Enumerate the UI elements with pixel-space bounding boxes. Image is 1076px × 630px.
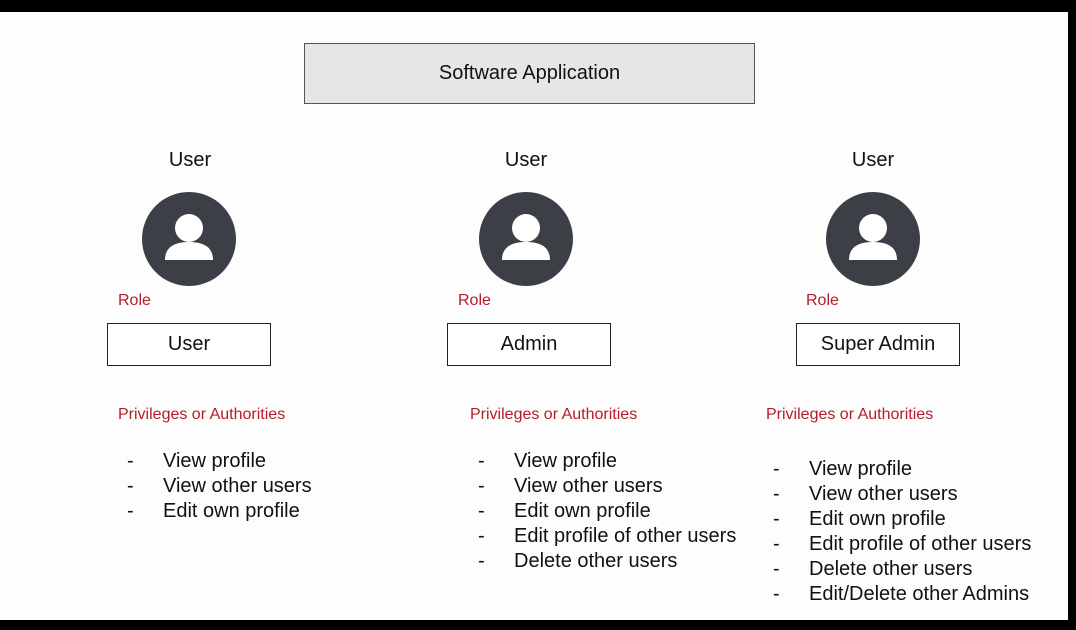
privilege-item: -Edit own profile	[127, 500, 300, 522]
column-admin: User Role Admin Privileges or Authoritie…	[376, 12, 736, 620]
role-box: User	[107, 323, 271, 366]
privileges-list: -View profile -View other users -Edit ow…	[478, 449, 736, 574]
list-bullet: -	[478, 450, 485, 472]
privilege-item: -View other users	[773, 483, 958, 505]
column-title: User	[168, 149, 212, 171]
role-name: Admin	[500, 333, 558, 355]
role-name: Super Admin	[820, 333, 936, 355]
privileges-label: Privileges or Authorities	[766, 406, 934, 423]
role-label: Role	[458, 292, 491, 309]
list-bullet: -	[773, 508, 780, 530]
list-bullet: -	[478, 500, 485, 522]
privilege-item: -View other users	[478, 475, 663, 497]
user-avatar-icon	[479, 192, 573, 286]
column-title: User	[504, 149, 548, 171]
role-name: User	[167, 333, 211, 355]
diagram-canvas: Software Application User Role User Priv…	[0, 12, 1068, 620]
list-bullet: -	[127, 475, 134, 497]
privilege-item: -Delete other users	[478, 550, 678, 572]
privileges-label: Privileges or Authorities	[118, 406, 286, 423]
list-bullet: -	[773, 483, 780, 505]
privileges-list: -View profile -View other users -Edit ow…	[773, 457, 1031, 607]
list-bullet: -	[773, 583, 780, 605]
privilege-item: -View other users	[127, 475, 312, 497]
privilege-item: -Edit profile of other users	[773, 533, 1032, 555]
role-label: Role	[118, 292, 151, 309]
role-label: Role	[806, 292, 839, 309]
privileges-list: -View profile -View other users -Edit ow…	[127, 449, 312, 524]
privilege-item: -Edit/Delete other Admins	[773, 583, 1030, 605]
list-bullet: -	[127, 500, 134, 522]
column-super-admin: User Role Super Admin Privileges or Auth…	[723, 12, 1031, 620]
app-title: Software Application	[438, 62, 621, 84]
list-bullet: -	[773, 558, 780, 580]
list-bullet: -	[478, 475, 485, 497]
privilege-item: -Edit own profile	[478, 500, 651, 522]
list-bullet: -	[478, 525, 485, 547]
user-avatar-icon	[826, 192, 920, 286]
column-user: User Role User Privileges or Authorities…	[40, 12, 340, 620]
privilege-item: -Edit profile of other users	[478, 525, 737, 547]
role-box: Super Admin	[796, 323, 960, 366]
role-box: Admin	[447, 323, 611, 366]
privilege-item: -View profile	[127, 450, 267, 472]
list-bullet: -	[773, 533, 780, 555]
list-bullet: -	[127, 450, 134, 472]
privilege-item: -Edit own profile	[773, 508, 946, 530]
list-bullet: -	[478, 550, 485, 572]
privilege-item: -Delete other users	[773, 558, 973, 580]
software-application-box: Software Application	[304, 43, 755, 104]
list-bullet: -	[773, 458, 780, 480]
privileges-label: Privileges or Authorities	[470, 406, 638, 423]
column-title: User	[851, 149, 895, 171]
user-avatar-icon	[142, 192, 236, 286]
privilege-item: -View profile	[773, 458, 913, 480]
privilege-item: -View profile	[478, 450, 618, 472]
